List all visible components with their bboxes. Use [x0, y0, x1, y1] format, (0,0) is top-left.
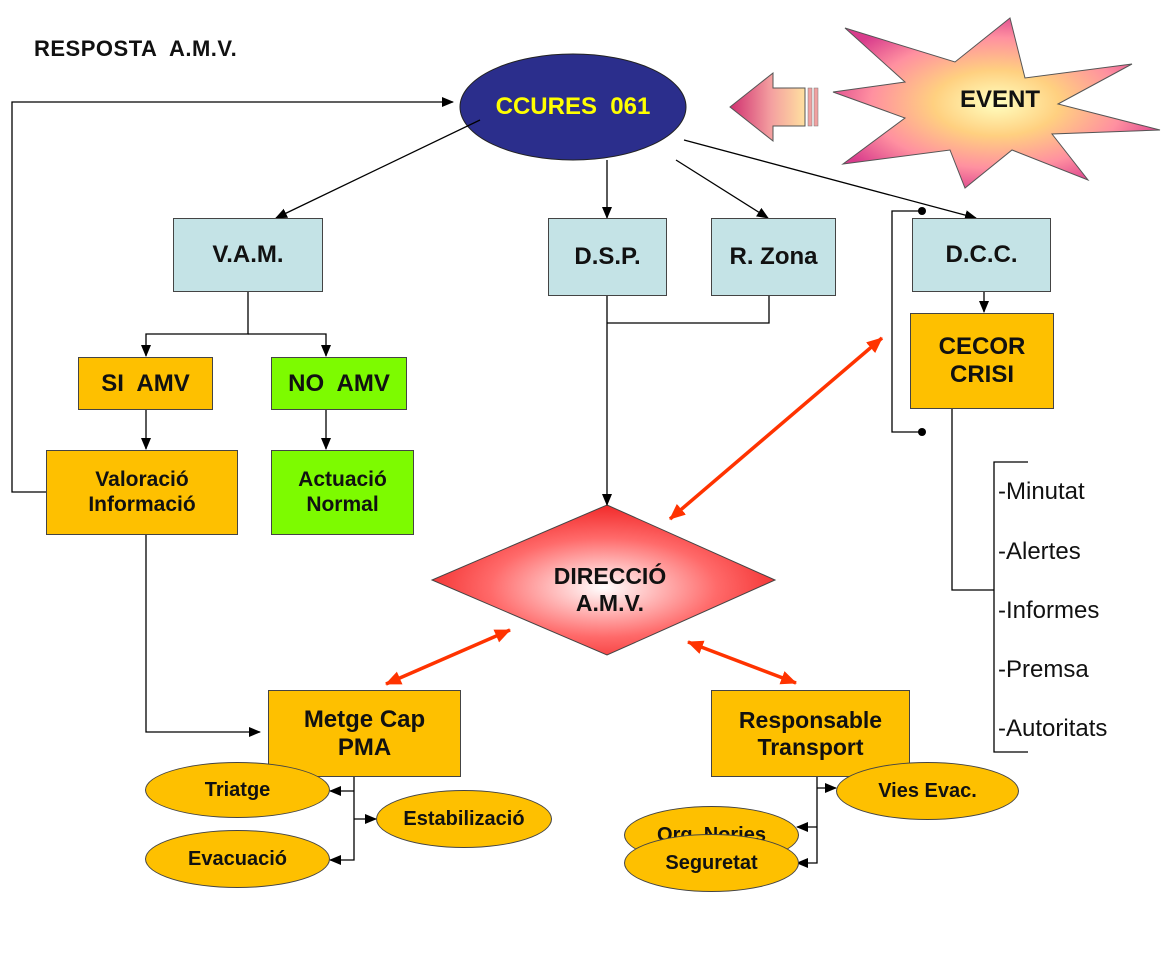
si-amv-node: SI AMV	[78, 357, 213, 410]
evacuacio-label: Evacuació	[188, 847, 287, 870]
actuacio-line-2: Normal	[306, 492, 379, 516]
rzona-node: R. Zona	[711, 218, 836, 296]
estabilitzacio-label: Estabilizació	[403, 807, 525, 830]
dsp-node: D.S.P.	[548, 218, 667, 296]
cecor-line-2: CRISI	[949, 361, 1014, 388]
ccures-node-shape	[459, 53, 687, 161]
metge-line-1: Metge Cap	[303, 705, 426, 733]
cecor-node: CECOR CRISI	[910, 313, 1054, 409]
seguretat-label: Seguretat	[665, 851, 758, 874]
event-starburst	[832, 17, 1161, 189]
vies-evac-label: Vies Evac.	[878, 779, 977, 802]
direccio-line-1: DIRECCIÓ	[553, 563, 667, 589]
direccio-node: DIRECCIÓ A.M.V.	[520, 552, 700, 628]
triatge-node: Triatge	[145, 762, 330, 818]
evacuacio-node: Evacuació	[145, 830, 330, 888]
metge-node: Metge Cap PMA	[268, 690, 461, 777]
list-item-autoritats: -Autoritats	[998, 715, 1108, 742]
direccio-line-2: A.M.V.	[575, 590, 645, 616]
vies-evac-node: Vies Evac.	[836, 762, 1019, 820]
responsable-line-1: Responsable	[738, 707, 883, 734]
rzona-label: R. Zona	[729, 243, 818, 271]
triatge-label: Triatge	[204, 778, 271, 801]
no-amv-label: NO AMV	[288, 369, 390, 397]
metge-line-2: PMA	[337, 733, 392, 761]
seguretat-node: Seguretat	[624, 834, 799, 892]
actuacio-node: Actuació Normal	[271, 450, 414, 535]
dsp-label: D.S.P.	[574, 243, 641, 271]
list-item-premsa: -Premsa	[998, 656, 1089, 683]
dcc-label: D.C.C.	[945, 241, 1018, 269]
cecor-line-1: CECOR	[938, 333, 1026, 361]
list-item-alertes: -Alertes	[998, 538, 1081, 565]
ccures-node: CCURES 061	[470, 82, 676, 132]
actuacio-line-1: Actuació	[298, 468, 387, 492]
vam-label: V.A.M.	[212, 241, 284, 269]
ccures-label: CCURES 061	[495, 93, 651, 120]
responsable-node: Responsable Transport	[711, 690, 910, 777]
dcc-node: D.C.C.	[912, 218, 1051, 292]
vam-node: V.A.M.	[173, 218, 323, 292]
si-amv-label: SI AMV	[101, 369, 190, 397]
event-label: EVENT	[959, 86, 1040, 113]
valoracio-line-1: Valoració	[95, 468, 189, 492]
responsable-line-2: Transport	[757, 733, 864, 760]
event-node: EVENT	[940, 80, 1060, 120]
estabilitzacio-node: Estabilizació	[376, 790, 552, 848]
page-title: RESPOSTA A.M.V.	[34, 36, 238, 61]
list-item-minutat: -Minutat	[998, 478, 1085, 505]
valoracio-node: Valoració Informació	[46, 450, 238, 535]
valoracio-line-2: Informació	[88, 492, 196, 516]
direccio-node-shape	[430, 504, 777, 656]
no-amv-node: NO AMV	[271, 357, 407, 410]
event-block-arrow	[729, 71, 819, 143]
list-item-informes: -Informes	[998, 597, 1100, 624]
